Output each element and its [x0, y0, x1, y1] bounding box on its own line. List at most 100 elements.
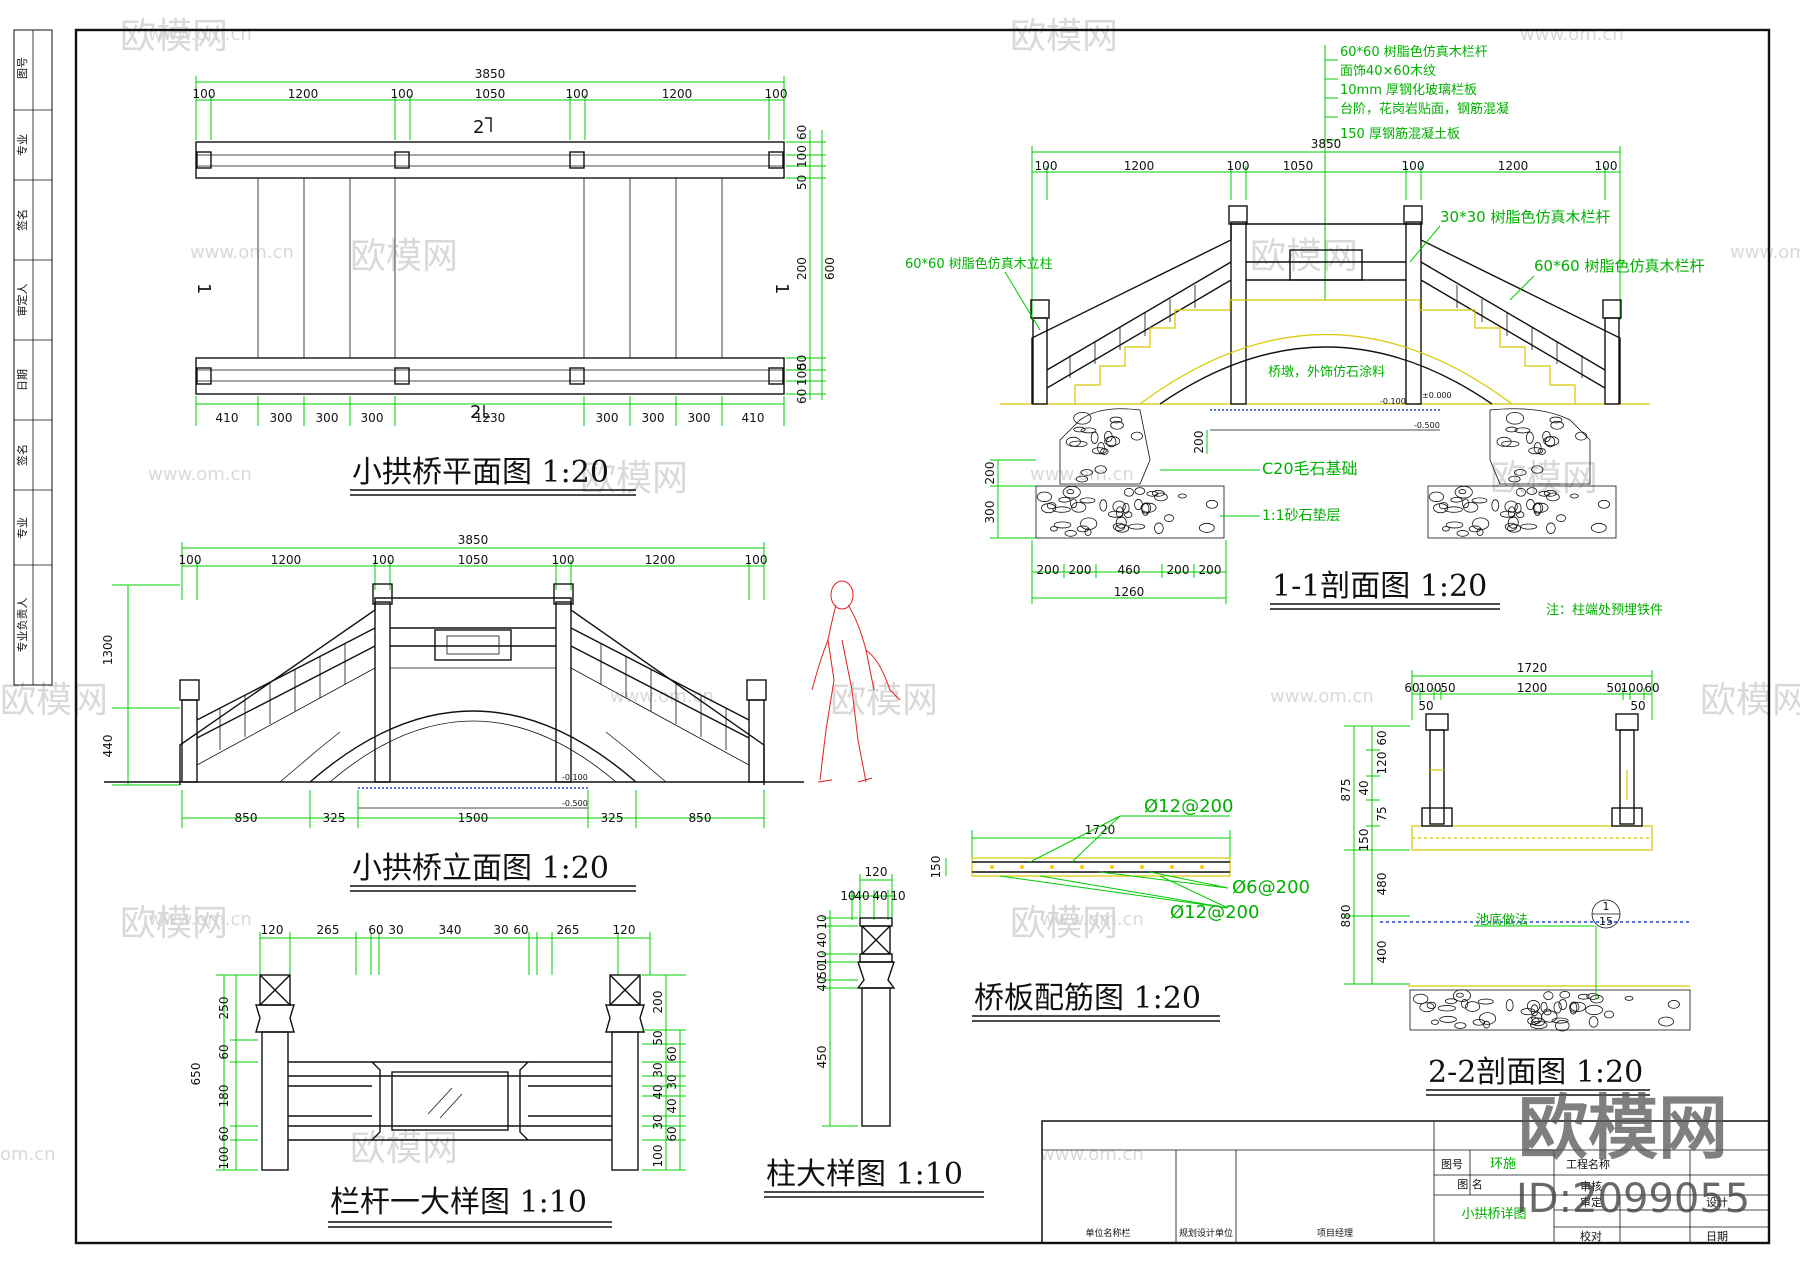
plan-dim: 410 [216, 411, 239, 425]
strip-cell: 专业 [15, 517, 29, 539]
stone [1658, 1016, 1674, 1027]
stone [1529, 1020, 1548, 1030]
stone [1122, 502, 1130, 514]
strip-cell: 专业负责人 [15, 598, 29, 653]
brand-stamp-logo: 欧模网 [1518, 1087, 1728, 1169]
stone [1472, 517, 1490, 531]
elev-dim: 1200 [271, 553, 302, 567]
column-dim: 40 [872, 889, 887, 903]
callout: 1:1砂石垫层 [1262, 508, 1341, 524]
plan-dim: 300 [688, 411, 711, 425]
stone [1454, 485, 1473, 499]
stone [1508, 475, 1521, 483]
sec2-dim: 150 [1357, 829, 1371, 852]
stone [1597, 499, 1610, 509]
callout: 60*60 树脂色仿真木栏杆 [1340, 44, 1488, 60]
stone [1115, 516, 1127, 529]
stone [1041, 503, 1057, 514]
detail-ref: 15 [1599, 915, 1613, 928]
stone [1431, 1019, 1439, 1025]
callout: 台阶，花岗岩贴面，钢筋混凝 [1340, 101, 1509, 117]
level-label: -0.500 [562, 799, 588, 808]
stone-texture [1036, 411, 1610, 537]
sec2-dim: 60 [1375, 730, 1389, 745]
sec1-dim: 200 [1069, 563, 1092, 577]
stone [1531, 465, 1544, 474]
watermark-text: 欧模网 [120, 16, 228, 57]
stone [1588, 1016, 1599, 1028]
stone [1624, 995, 1634, 1001]
column-dim: 10 [815, 914, 829, 929]
stone [1504, 500, 1518, 513]
rebar-label: Ø12@200 [1144, 796, 1233, 817]
callout: 桥墩，外饰仿石涂料 [1268, 364, 1385, 380]
elev-dim: 100 [372, 553, 395, 567]
plan-dim: 200 [795, 257, 809, 280]
sec2-dim: 400 [1375, 941, 1389, 964]
stone [1123, 487, 1135, 497]
elevation-view: 3850 100 1200 100 1050 100 1200 100 1300… [101, 533, 901, 892]
stone [1526, 431, 1534, 444]
tb-cell: 规划设计单位 [1179, 1227, 1233, 1239]
tb-sheet-name: 小拱桥详图 [1461, 1207, 1526, 1222]
railing-dim: 250 [217, 997, 231, 1020]
stone [1109, 416, 1123, 424]
railing-dim: 60 [665, 1046, 679, 1061]
strip-cell: 日期 [16, 369, 29, 391]
stone [1099, 499, 1108, 512]
stone [1555, 1019, 1570, 1032]
tb-label: 日期 [1706, 1230, 1728, 1243]
stone [1073, 426, 1086, 433]
sec2-dim: 75 [1375, 806, 1389, 821]
stone [1130, 431, 1143, 441]
left-strip-labels: 图号 专业 签名 审定人 日期 签名 专业 专业负责人 [15, 57, 29, 653]
railing-dim: 30 [651, 1114, 665, 1129]
stone [1066, 489, 1075, 495]
column-title: 柱大样图 1:10 [766, 1157, 963, 1192]
plan-dim: 300 [361, 411, 384, 425]
slab-reinforcement-view: 1720 150 Ø12@200 Ø6@200 Ø12@200 桥板配筋图 1:… [929, 796, 1310, 1022]
watermark-text: 欧模网 [1490, 458, 1598, 499]
watermark-text: 欧模网 [350, 236, 458, 277]
watermark-text: www.om.cn [1040, 909, 1144, 930]
plan-dim: 1200 [662, 87, 693, 101]
stone [1505, 426, 1518, 433]
callout: 注：柱端处预埋铁件 [1546, 603, 1663, 618]
tb-label: 图 名 [1457, 1177, 1483, 1191]
tb-cell: 项目经理 [1317, 1227, 1353, 1239]
elevation-title: 小拱桥立面图 1:20 [352, 851, 609, 886]
tb-label: 审定 [1580, 1195, 1602, 1209]
stone [1073, 411, 1092, 425]
stone [1516, 511, 1525, 519]
plan-dim: 1200 [288, 87, 319, 101]
railing-dim: 60 [217, 1126, 231, 1141]
scale-figure [811, 580, 901, 783]
stone [1538, 490, 1551, 497]
stone [1507, 506, 1516, 519]
sec2-dim: 40 [1357, 780, 1371, 795]
stone [1110, 420, 1124, 430]
section-mark: 1 [771, 283, 792, 294]
stone [1046, 502, 1057, 510]
elev-dim: 100 [179, 553, 202, 567]
column-detail-view: 120 10 40 40 10 10 40 10 50 40 450 柱大样图 … [764, 865, 984, 1198]
stone [1205, 499, 1218, 509]
callout: C20毛石基础 [1262, 459, 1358, 478]
stone [1514, 427, 1531, 434]
rebar-label: Ø6@200 [1232, 877, 1310, 898]
watermark-text: www.om.cn [190, 242, 294, 263]
stone [1553, 1001, 1562, 1014]
callout: 30*30 树脂色仿真木栏杆 [1440, 208, 1610, 226]
section-2-view: 1720 60 100 50 1200 50 100 60 50 50 875 … [1339, 661, 1691, 1096]
sec1-dim: 200 [983, 462, 997, 485]
stone [1458, 489, 1467, 495]
stone [1586, 993, 1600, 1000]
slab-title: 桥板配筋图 1:20 [974, 981, 1201, 1016]
railing-dim: 30 [388, 923, 403, 937]
column-dim: 50 [815, 963, 829, 978]
stone [1064, 530, 1077, 537]
sec2-dim: 50 [1418, 699, 1433, 713]
level-label: -0.100 [1380, 397, 1406, 406]
stone [1537, 448, 1546, 455]
railing-dim: 100 [651, 1145, 665, 1168]
